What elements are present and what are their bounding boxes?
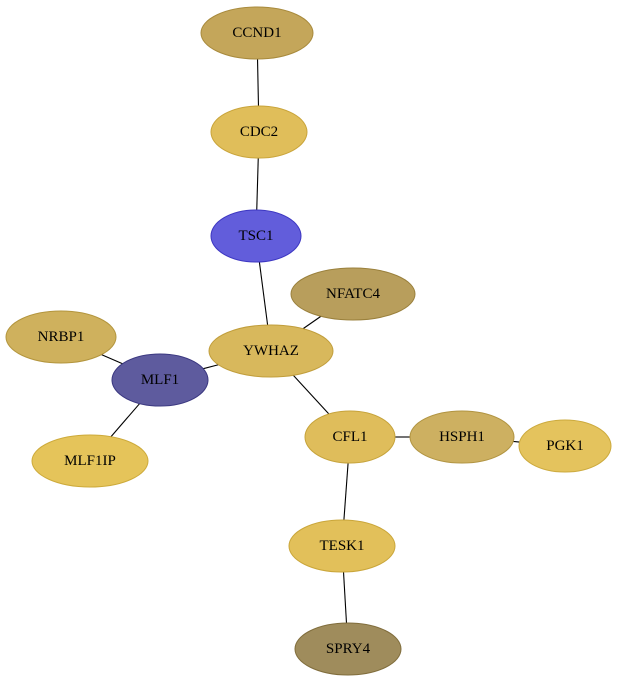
node-mlf1ip[interactable]: MLF1IP (31, 434, 149, 488)
node-label-mlf1ip: MLF1IP (64, 453, 116, 469)
node-ellipse-mlf1[interactable] (111, 353, 209, 407)
edges-layer (101, 58, 520, 624)
node-ellipse-pgk1[interactable] (518, 419, 612, 473)
edge-mlf1-mlf1ip (110, 403, 141, 438)
node-label-ccnd1: CCND1 (232, 25, 281, 41)
node-label-cdc2: CDC2 (240, 124, 278, 140)
edge-ywhaz-mlf1 (203, 364, 219, 370)
node-label-nrbp1: NRBP1 (38, 329, 85, 345)
node-label-tsc1: TSC1 (238, 228, 273, 244)
node-ellipse-tesk1[interactable] (288, 519, 396, 573)
node-ccnd1[interactable]: CCND1 (200, 6, 314, 60)
node-tsc1[interactable]: TSC1 (210, 209, 302, 263)
edge-ccnd1-cdc2 (256, 58, 260, 107)
node-ellipse-cdc2[interactable] (210, 105, 308, 159)
edge-tesk1-spry4 (342, 571, 348, 624)
node-label-hsph1: HSPH1 (439, 429, 485, 445)
node-ellipse-mlf1ip[interactable] (31, 434, 149, 488)
node-ellipse-spry4[interactable] (294, 622, 402, 676)
node-nrbp1[interactable]: NRBP1 (5, 310, 117, 364)
node-cdc2[interactable]: CDC2 (210, 105, 308, 159)
edge-tsc1-ywhaz (258, 261, 269, 326)
edge-ywhaz-cfl1 (292, 374, 330, 415)
node-nfatc4[interactable]: NFATC4 (290, 267, 416, 321)
node-label-tesk1: TESK1 (320, 538, 365, 554)
node-ellipse-ccnd1[interactable] (200, 6, 314, 60)
node-pgk1[interactable]: PGK1 (518, 419, 612, 473)
node-ellipse-hsph1[interactable] (409, 410, 515, 464)
edge-cfl1-tesk1 (343, 462, 349, 521)
edge-cdc2-tsc1 (256, 157, 259, 211)
node-label-pgk1: PGK1 (546, 438, 584, 454)
node-ellipse-nrbp1[interactable] (5, 310, 117, 364)
edge-nfatc4-ywhaz (302, 315, 322, 330)
node-tesk1[interactable]: TESK1 (288, 519, 396, 573)
node-mlf1[interactable]: MLF1 (111, 353, 209, 407)
node-label-ywhaz: YWHAZ (243, 343, 299, 359)
node-ellipse-tsc1[interactable] (210, 209, 302, 263)
node-hsph1[interactable]: HSPH1 (409, 410, 515, 464)
node-ellipse-cfl1[interactable] (304, 410, 396, 464)
node-label-spry4: SPRY4 (326, 641, 371, 657)
node-ellipse-ywhaz[interactable] (208, 324, 334, 378)
node-ellipse-nfatc4[interactable] (290, 267, 416, 321)
node-label-cfl1: CFL1 (332, 429, 367, 445)
node-label-nfatc4: NFATC4 (326, 286, 380, 302)
node-cfl1[interactable]: CFL1 (304, 410, 396, 464)
node-ywhaz[interactable]: YWHAZ (208, 324, 334, 378)
node-spry4[interactable]: SPRY4 (294, 622, 402, 676)
node-label-mlf1: MLF1 (141, 372, 179, 388)
edge-nrbp1-mlf1 (101, 354, 123, 365)
edge-hsph1-pgk1 (513, 440, 520, 443)
